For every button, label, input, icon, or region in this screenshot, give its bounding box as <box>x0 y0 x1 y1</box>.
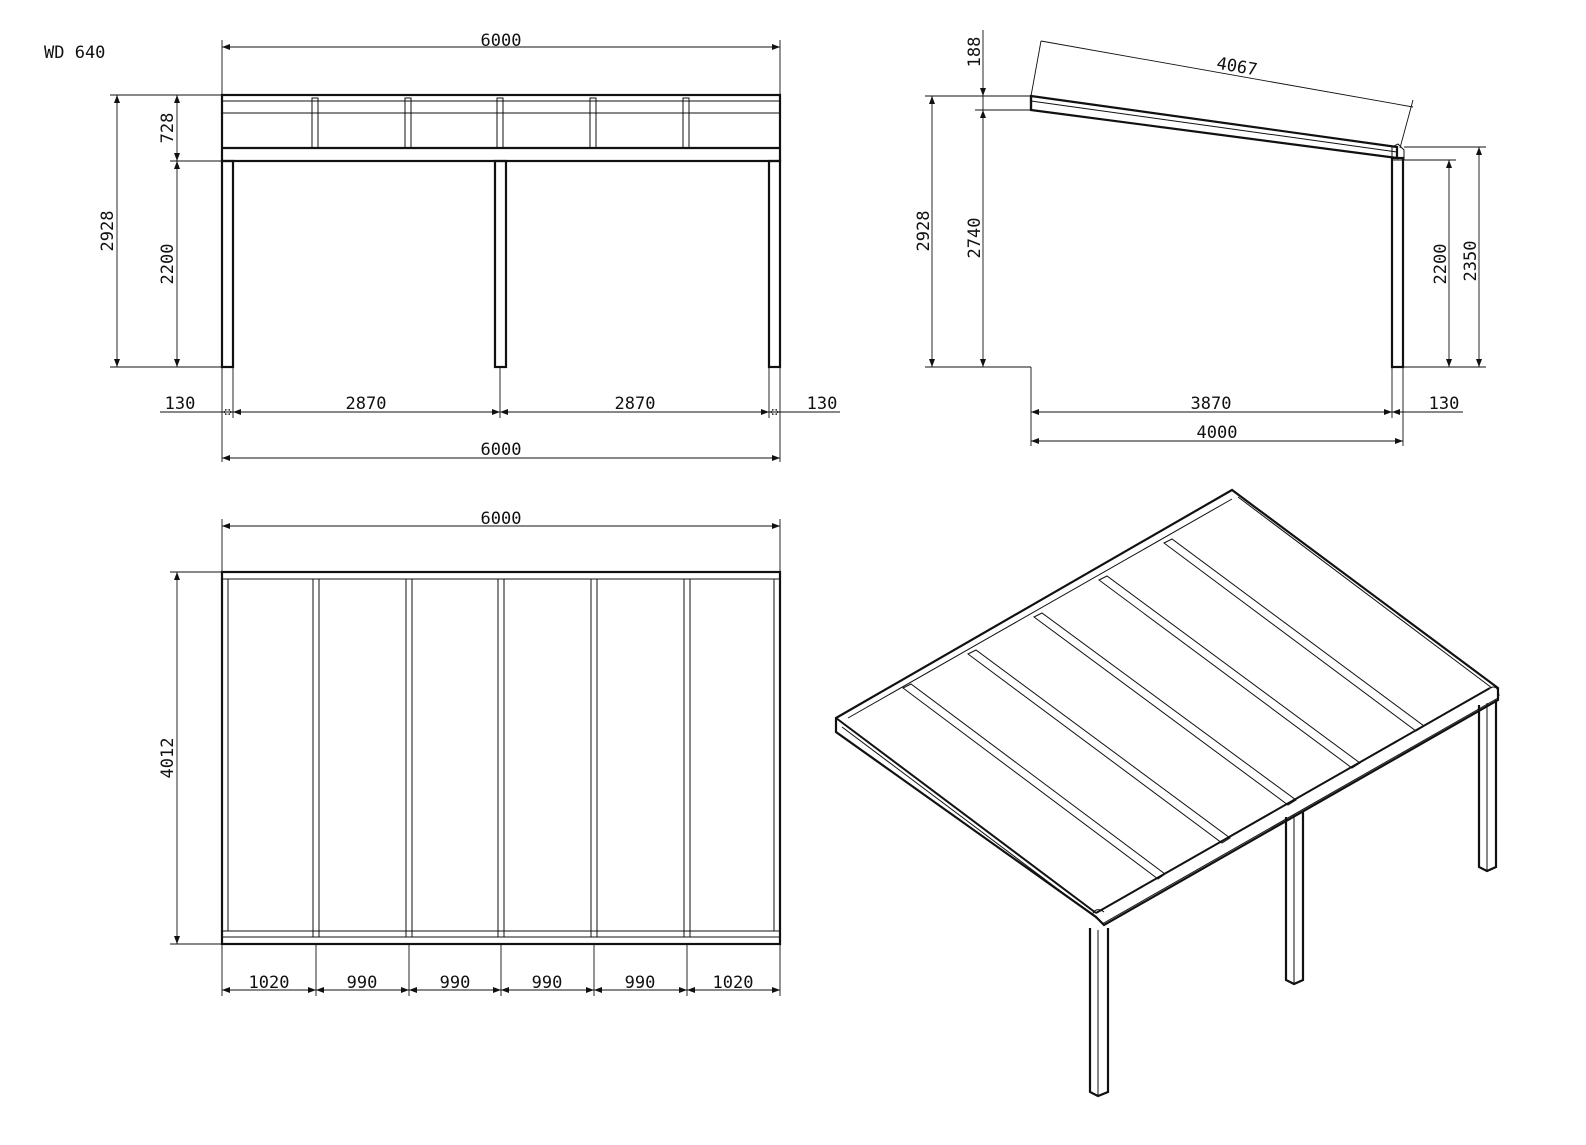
drawing-title: WD 640 <box>44 43 105 63</box>
side-post-height: 2200 <box>1431 244 1451 285</box>
bay-dimension: 990 <box>532 973 563 993</box>
side-height-total: 2928 <box>914 211 934 252</box>
bay-dimension: 990 <box>625 973 656 993</box>
front-offset-left: 130 <box>165 394 196 414</box>
iso-rafters <box>902 538 1425 880</box>
top-bay-dimensions: 1020 990 990 990 990 1020 <box>221 944 781 996</box>
bay-dimension: 990 <box>347 973 378 993</box>
side-rafter-length: 4067 <box>1215 54 1259 81</box>
front-rafters <box>311 97 690 149</box>
front-offset-right: 130 <box>807 394 838 414</box>
top-rafters <box>312 578 691 938</box>
front-roof-height: 728 <box>158 113 178 144</box>
side-offset: 130 <box>1429 394 1460 414</box>
top-width: 6000 <box>481 509 522 529</box>
side-wall-height: 2740 <box>965 218 985 259</box>
side-post <box>1390 156 1405 369</box>
isometric-view <box>834 488 1500 1098</box>
top-outline <box>220 570 782 946</box>
top-view: 6000 4012 1020 990 990 990 990 1020 <box>158 509 782 996</box>
iso-roof-outline <box>834 488 1500 927</box>
side-depth: 4000 <box>1197 423 1238 443</box>
side-front-height: 2350 <box>1461 241 1481 282</box>
front-post-height: 2200 <box>158 244 178 285</box>
front-span-left: 2870 <box>346 394 387 414</box>
side-gutter-height: 188 <box>965 37 985 68</box>
front-width-bottom: 6000 <box>481 440 522 460</box>
front-roof-frame <box>220 93 782 163</box>
front-posts <box>220 159 782 369</box>
top-depth: 4012 <box>158 738 178 779</box>
iso-posts <box>1088 700 1498 1098</box>
front-width-top: 6000 <box>481 31 522 51</box>
side-view: 4067 188 2740 2928 2200 2350 3870 130 <box>914 30 1486 446</box>
bay-dimension: 990 <box>440 973 471 993</box>
front-height-total: 2928 <box>98 211 118 252</box>
side-span: 3870 <box>1191 394 1232 414</box>
bay-dimension: 1020 <box>249 973 290 993</box>
front-span-right: 2870 <box>615 394 656 414</box>
bay-dimension: 1020 <box>713 973 754 993</box>
front-view: 6000 2928 728 2200 130 2870 2870 130 600… <box>98 31 840 462</box>
